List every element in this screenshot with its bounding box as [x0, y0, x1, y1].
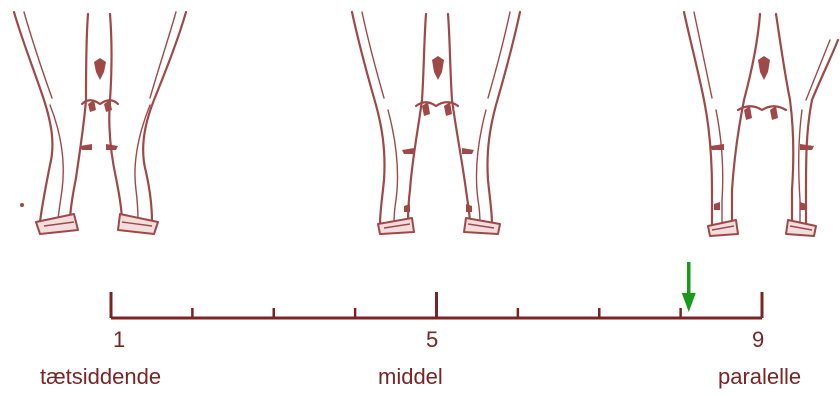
scale-label-5-number: 5	[426, 327, 438, 353]
score-indicator-arrow	[682, 262, 696, 312]
scale-label-9-number: 9	[752, 327, 764, 353]
rating-scale	[111, 292, 762, 318]
scale-ticks	[111, 292, 762, 318]
cow-hind-legs-medium-icon	[352, 12, 520, 234]
scale-label-1-text: tætsiddende	[40, 364, 161, 390]
scale-label-1-number: 1	[113, 327, 125, 353]
scale-label-9-text: paralelle	[718, 364, 801, 390]
indicator-head	[682, 293, 696, 312]
scale-label-5-text: middel	[378, 364, 443, 390]
cow-hind-legs-close-icon	[14, 12, 186, 234]
cow-hind-legs-parallel-icon	[684, 12, 838, 236]
